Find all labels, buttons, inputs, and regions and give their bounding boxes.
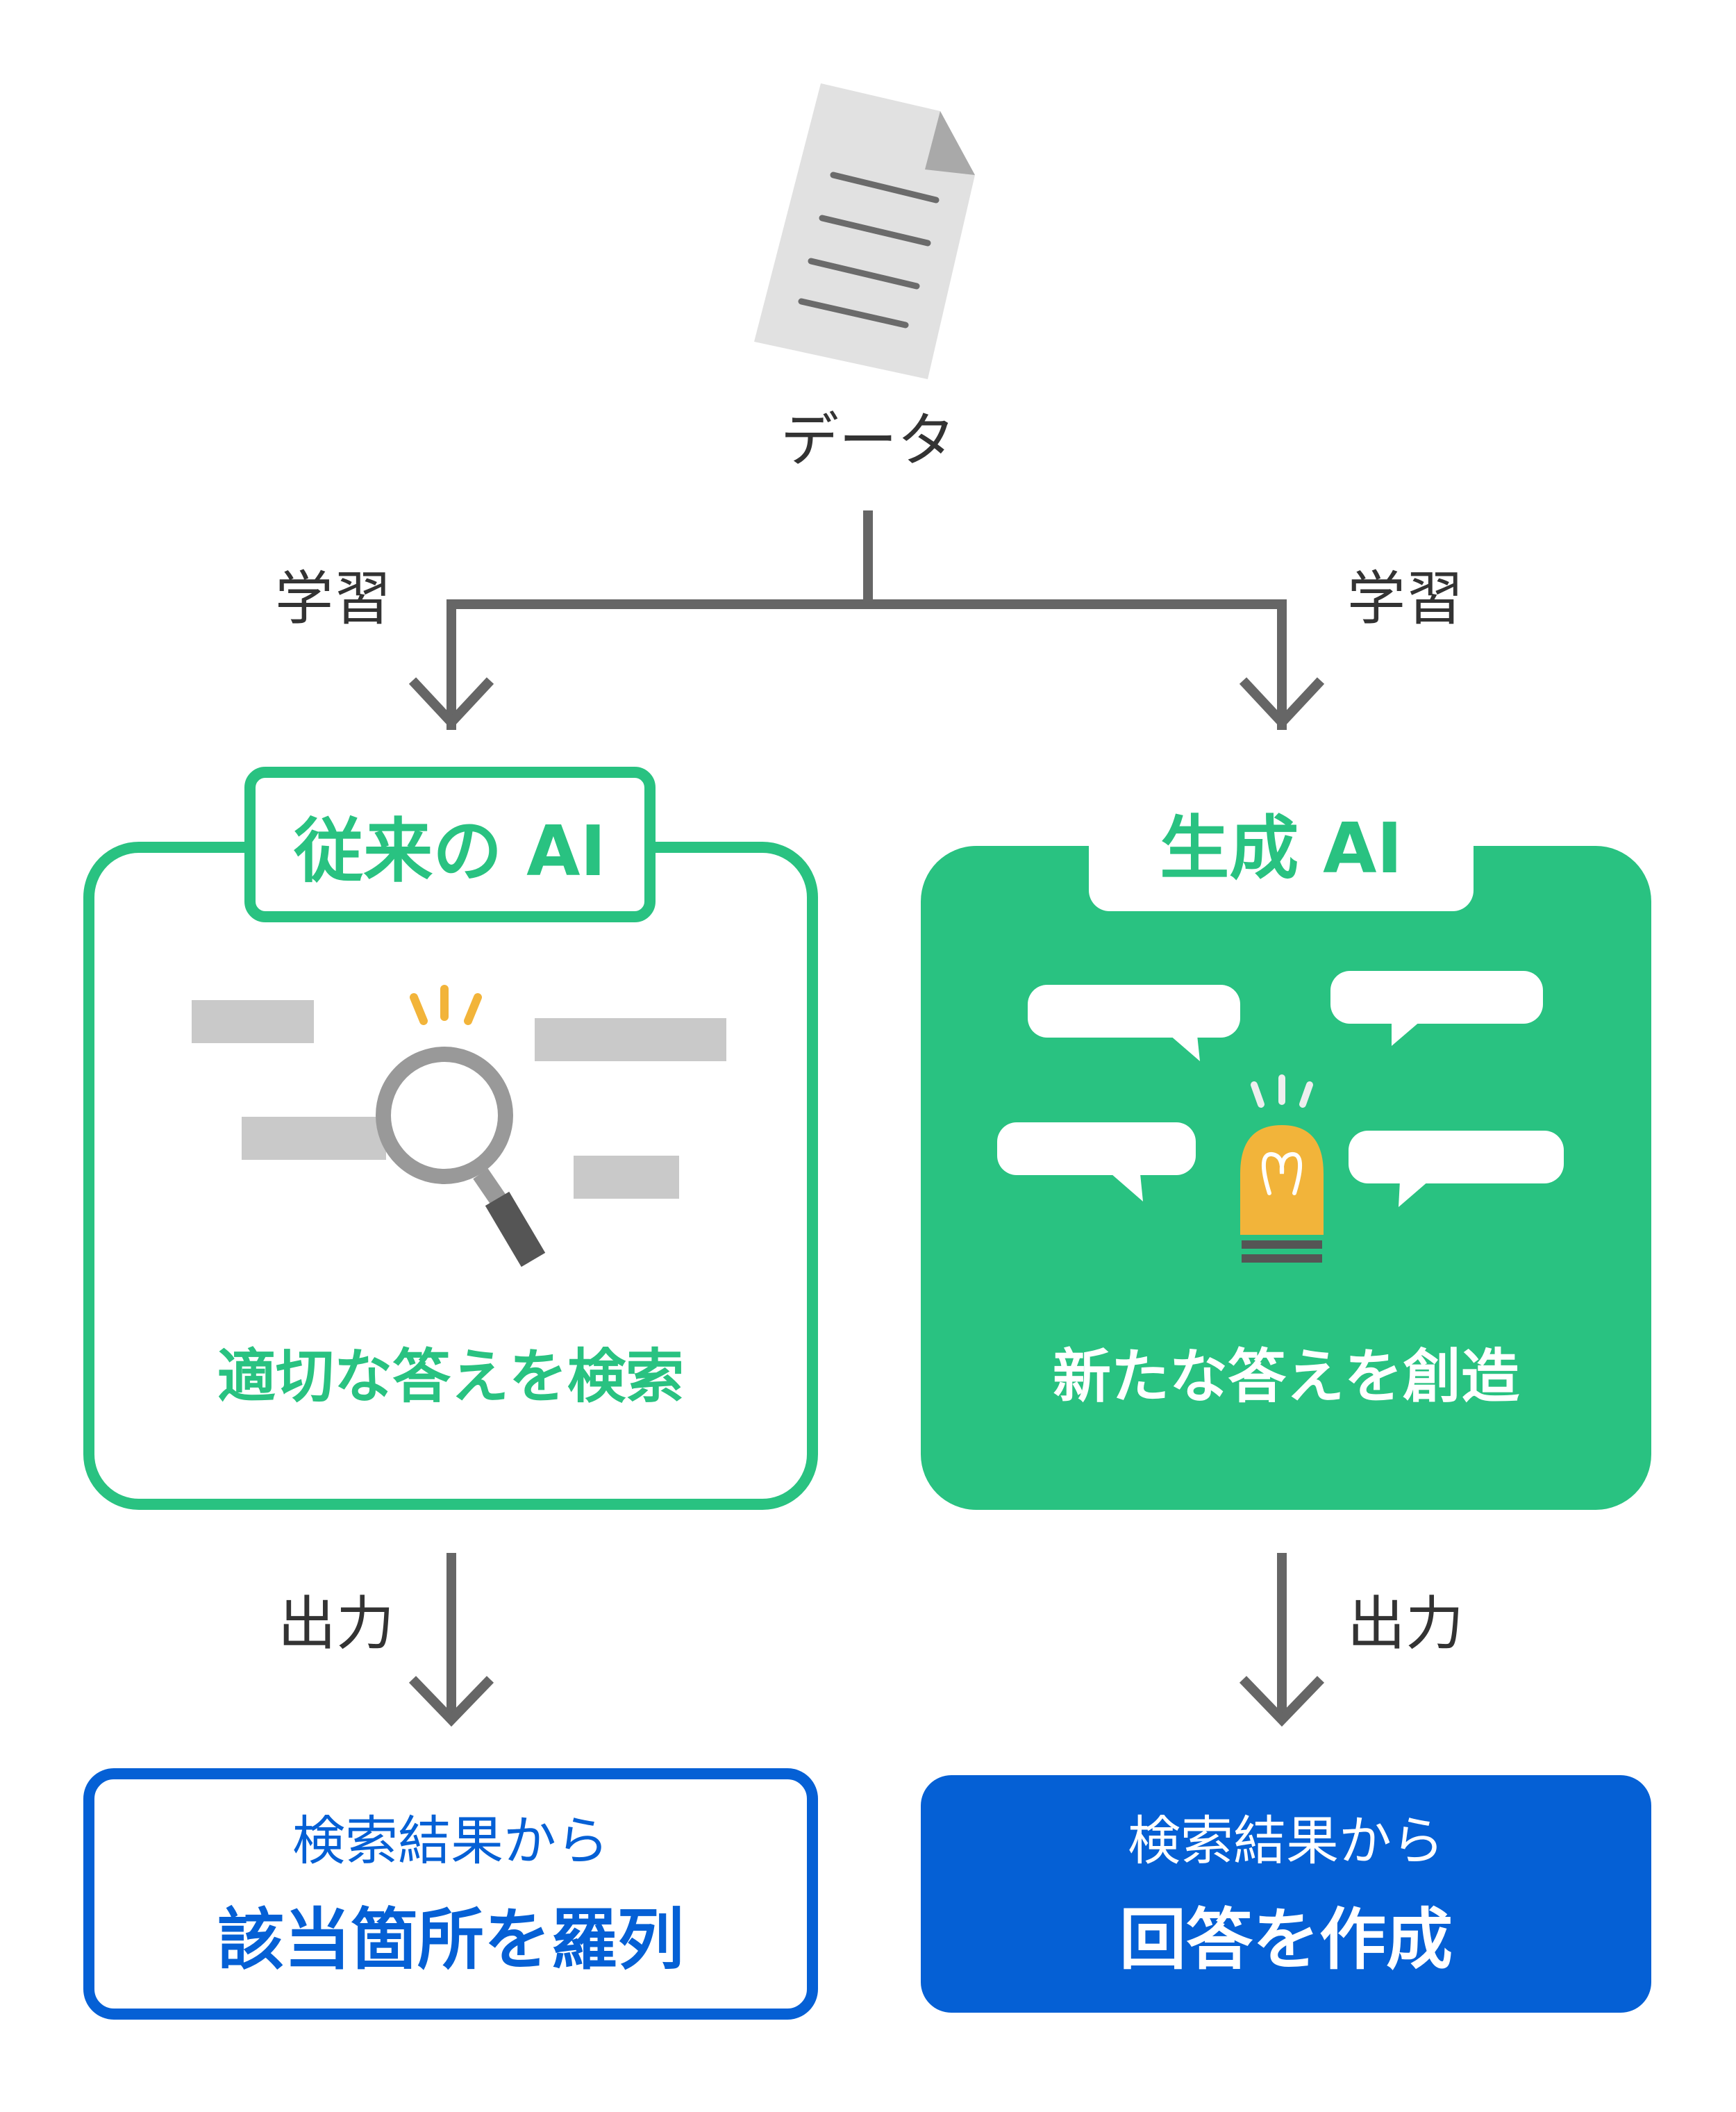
speech-bubble-icon — [1349, 1131, 1564, 1207]
document-icon — [754, 83, 975, 379]
speech-bubble-icon — [1028, 985, 1240, 1061]
speech-bubble-icon — [1330, 971, 1543, 1046]
generative-ai-result-line1: 検索結果から — [1128, 1810, 1444, 1872]
output-arrow-right — [1239, 1553, 1325, 1727]
source-label: データ — [780, 406, 955, 474]
magnifier-icon — [376, 1047, 546, 1267]
traditional-ai-result-line1: 検索結果から — [292, 1810, 609, 1872]
generative-ai-caption: 新たな答えを創造 — [1052, 1342, 1519, 1411]
learn-label-left: 学習 — [275, 565, 392, 633]
speech-bubble-icon — [997, 1122, 1196, 1201]
generative-ai-result-box: 検索結果から 回答を作成 — [921, 1775, 1651, 2013]
traditional-ai-caption: 適切な答えを検索 — [217, 1342, 684, 1411]
generative-ai-result-line2: 回答を作成 — [1119, 1901, 1453, 1979]
lightbulb-icon — [1240, 1125, 1324, 1263]
learn-label-right: 学習 — [1347, 565, 1464, 633]
traditional-ai-box — [83, 842, 818, 1510]
output-label-right: 出力 — [1347, 1590, 1464, 1658]
spark-icon — [1251, 1074, 1313, 1108]
generative-ai-title: 生成 AI — [1089, 772, 1474, 911]
arrow-head-learn-left — [408, 677, 494, 730]
traditional-ai-result-line2: 該当箇所を羅列 — [217, 1901, 684, 1979]
output-label-left: 出力 — [278, 1590, 395, 1658]
traditional-ai-title: 従来の AI — [244, 767, 656, 922]
text-placeholder-bars — [192, 1000, 726, 1199]
traditional-ai-result-box: 検索結果から 該当箇所を羅列 — [83, 1768, 818, 2020]
spark-icon — [410, 985, 482, 1025]
arrow-head-learn-right — [1239, 677, 1325, 730]
learn-connector — [446, 510, 1287, 730]
output-arrow-left — [408, 1553, 494, 1727]
